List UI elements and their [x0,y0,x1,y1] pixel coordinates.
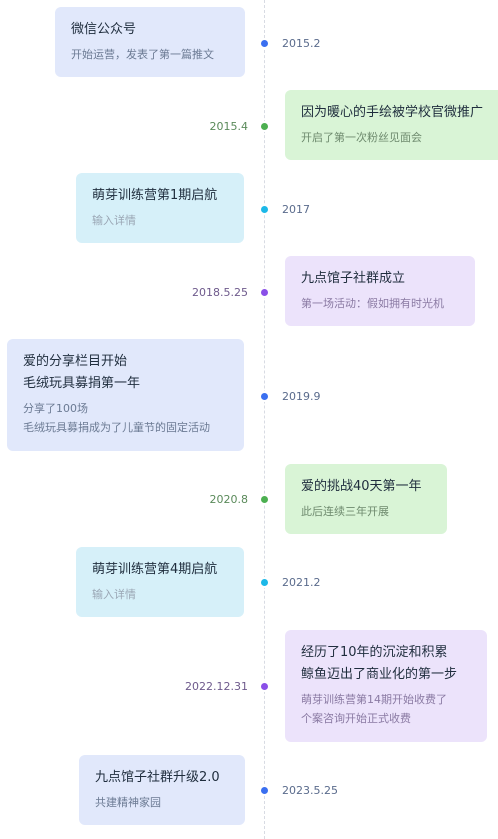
timeline-date: 2020.8 [209,493,249,506]
timeline-dot [261,787,268,794]
card-title: 因为暖心的手绘被学校官微推广 [301,105,484,120]
timeline-axis [264,0,265,839]
card-title-line-2: 鲸鱼迈出了商业化的第一步 [301,667,458,682]
timeline-date: 2021.2 [282,576,321,589]
timeline-date: 2022.12.31 [185,680,248,693]
timeline-date: 2015.2 [282,37,321,50]
card-title-line-1: 经历了10年的沉淀和积累 [301,645,448,660]
timeline-dot [261,40,268,47]
timeline-date: 2015.4 [209,120,249,133]
card-desc: 第一场活动：假如拥有时光机 [301,297,444,310]
card-title-line-2: 毛绒玩具募捐第一年 [23,376,141,391]
timeline-card[interactable]: 九点馆子社群升级2.0 共建精神家园 [79,755,245,825]
timeline-date: 2017 [282,203,310,216]
timeline-card[interactable]: 萌芽训练营第1期启航 输入详情 [76,173,244,243]
card-desc-line-1: 分享了100场 [23,402,88,415]
card-desc: 此后连续三年开展 [301,505,389,518]
card-title: 九点馆子社群成立 [301,271,406,286]
timeline-dot [261,683,268,690]
timeline-date: 2019.9 [282,390,321,403]
card-desc-line-1: 萌芽训练营第14期开始收费了 [301,693,447,706]
timeline-dot [261,393,268,400]
card-desc: 共建精神家园 [95,796,161,809]
card-desc: 输入详情 [92,214,136,227]
card-title: 九点馆子社群升级2.0 [95,770,220,785]
card-title: 爱的挑战40天第一年 [301,479,422,494]
card-title: 微信公众号 [71,22,137,37]
timeline-dot [261,579,268,586]
card-desc: 输入详情 [92,588,136,601]
timeline-dot [261,206,268,213]
timeline-dot [261,123,268,130]
timeline-card[interactable]: 爱的挑战40天第一年 此后连续三年开展 [285,464,447,534]
timeline-card[interactable]: 经历了10年的沉淀和积累 鲸鱼迈出了商业化的第一步 萌芽训练营第14期开始收费了… [285,630,487,742]
timeline-card[interactable]: 爱的分享栏目开始 毛绒玩具募捐第一年 分享了100场 毛绒玩具募捐成为了儿童节的… [7,339,244,451]
timeline-card[interactable]: 九点馆子社群成立 第一场活动：假如拥有时光机 [285,256,475,326]
card-title: 萌芽训练营第4期启航 [92,562,218,577]
timeline-card[interactable]: 微信公众号 开始运营，发表了第一篇推文 [55,7,245,77]
timeline-dot [261,496,268,503]
card-desc-line-2: 个案咨询开始正式收费 [301,712,411,725]
card-desc-line-2: 毛绒玩具募捐成为了儿童节的固定活动 [23,421,210,434]
card-desc: 开始运营，发表了第一篇推文 [71,48,214,61]
timeline-card[interactable]: 萌芽训练营第4期启航 输入详情 [76,547,244,617]
card-desc: 开启了第一次粉丝见面会 [301,131,422,144]
card-title: 萌芽训练营第1期启航 [92,188,218,203]
timeline-dot [261,289,268,296]
timeline-date: 2023.5.25 [282,784,338,797]
timeline-card[interactable]: 因为暖心的手绘被学校官微推广 开启了第一次粉丝见面会 [285,90,498,160]
timeline-date: 2018.5.25 [192,286,248,299]
card-title-line-1: 爱的分享栏目开始 [23,354,128,369]
